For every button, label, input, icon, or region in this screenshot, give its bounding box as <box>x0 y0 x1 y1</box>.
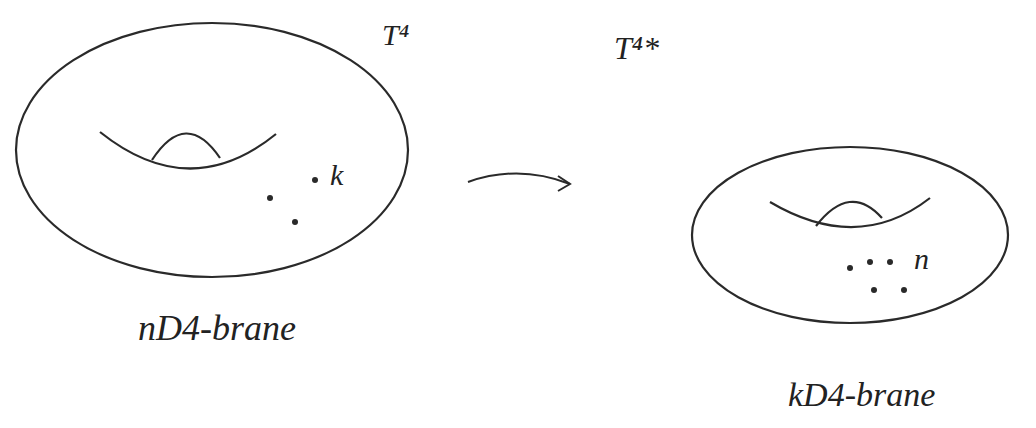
torus-outline <box>600 22 1026 420</box>
arrow-head <box>558 176 570 191</box>
brane-caption: nD4-brane <box>138 310 296 346</box>
torus-node: T⁴ k nD4-brane <box>8 8 438 360</box>
torus-label: T⁴ <box>382 20 409 50</box>
torus-label: T⁴* <box>614 32 659 64</box>
brane-caption: kD4-brane <box>788 378 935 412</box>
map-arrow <box>468 173 570 184</box>
brane-count: k <box>330 160 343 190</box>
brane-count: n <box>914 244 929 274</box>
torus-outline <box>8 8 438 360</box>
torus-node: T⁴* n kD4-brane <box>600 22 1026 420</box>
